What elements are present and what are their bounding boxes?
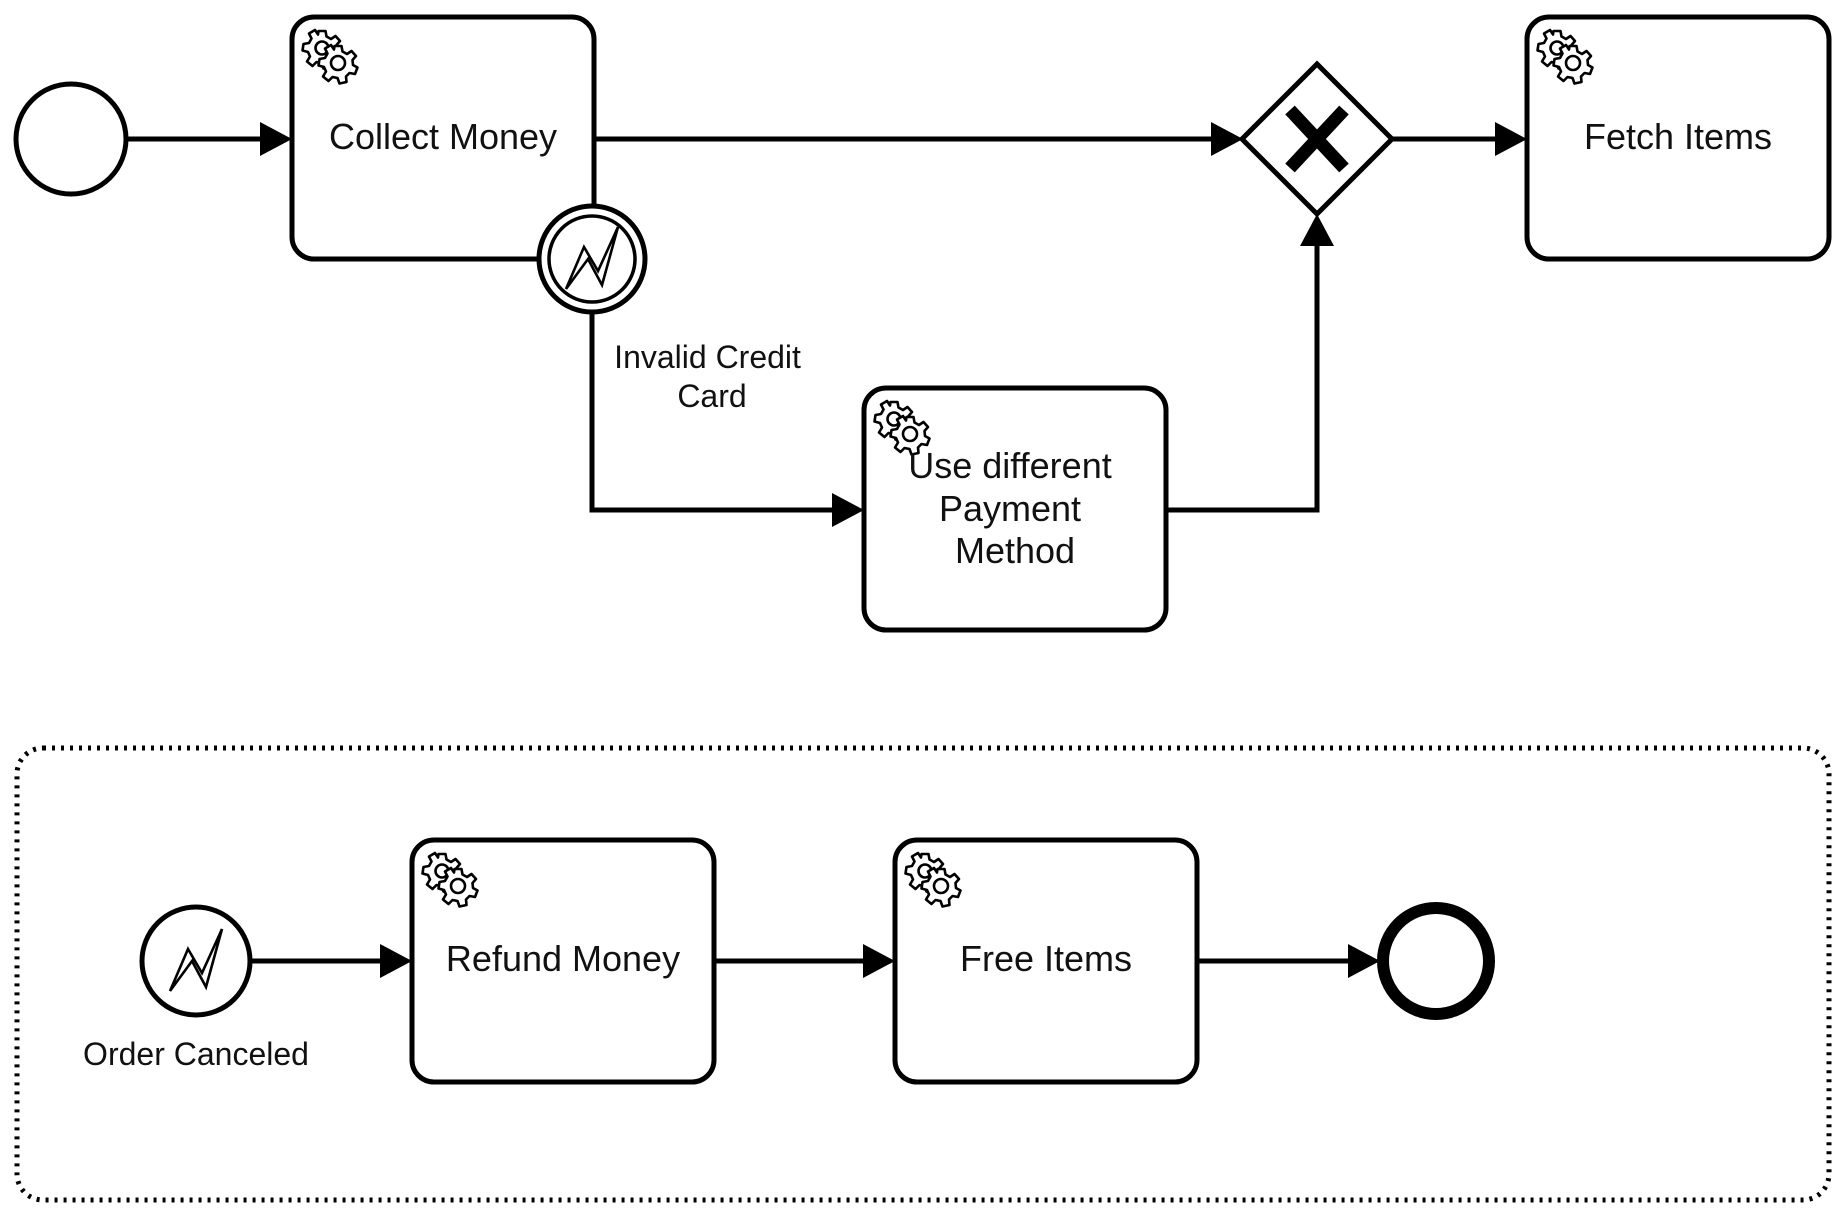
- task-use-different-payment-method[interactable]: Use different Payment Method: [861, 385, 1169, 633]
- flow-free-items-to-end-event[interactable]: [1197, 944, 1380, 978]
- task-refund-money[interactable]: Refund Money: [409, 837, 717, 1085]
- end-event[interactable]: [1377, 902, 1495, 1020]
- task-label-line-1: Use different: [908, 445, 1111, 486]
- flow-order-canceled-to-refund-money[interactable]: [250, 944, 412, 978]
- task-label-line-2: Payment: [939, 488, 1081, 529]
- task-collect-money[interactable]: Collect Money: [289, 14, 597, 262]
- exclusive-gateway[interactable]: [1238, 60, 1396, 218]
- flow-refund-money-to-free-items[interactable]: [714, 944, 895, 978]
- start-event-order-canceled[interactable]: [139, 904, 253, 1018]
- boundary-event-label-line-1: Invalid Credit: [614, 339, 801, 375]
- task-refund-money-label: Refund Money: [446, 938, 680, 979]
- flow-use-different-payment-to-gateway[interactable]: [1166, 214, 1334, 513]
- task-free-items[interactable]: Free Items: [892, 837, 1200, 1085]
- task-fetch-items-label: Fetch Items: [1584, 116, 1772, 157]
- task-label-line-3: Method: [955, 530, 1075, 571]
- event-subprocess-container[interactable]: [14, 745, 1832, 1203]
- task-free-items-label: Free Items: [960, 938, 1132, 979]
- start-event-order-canceled-label: Order Canceled: [83, 1036, 309, 1072]
- task-collect-money-label: Collect Money: [329, 116, 557, 157]
- boundary-event-label-line-2: Card: [677, 378, 746, 414]
- boundary-event-label: Invalid Credit Card: [614, 339, 810, 414]
- task-use-different-payment-label: Use different Payment Method: [908, 445, 1121, 571]
- start-event[interactable]: [13, 81, 129, 197]
- flow-boundary-to-use-different-payment[interactable]: [589, 312, 864, 527]
- boundary-event-invalid-credit-card[interactable]: [536, 203, 648, 315]
- flow-collect-money-to-gateway[interactable]: [594, 122, 1243, 156]
- flow-start-to-collect-money[interactable]: [126, 122, 292, 156]
- flow-gateway-to-fetch-items[interactable]: [1392, 122, 1527, 156]
- gateway-x-marker: [1285, 105, 1349, 173]
- task-fetch-items[interactable]: Fetch Items: [1524, 14, 1832, 262]
